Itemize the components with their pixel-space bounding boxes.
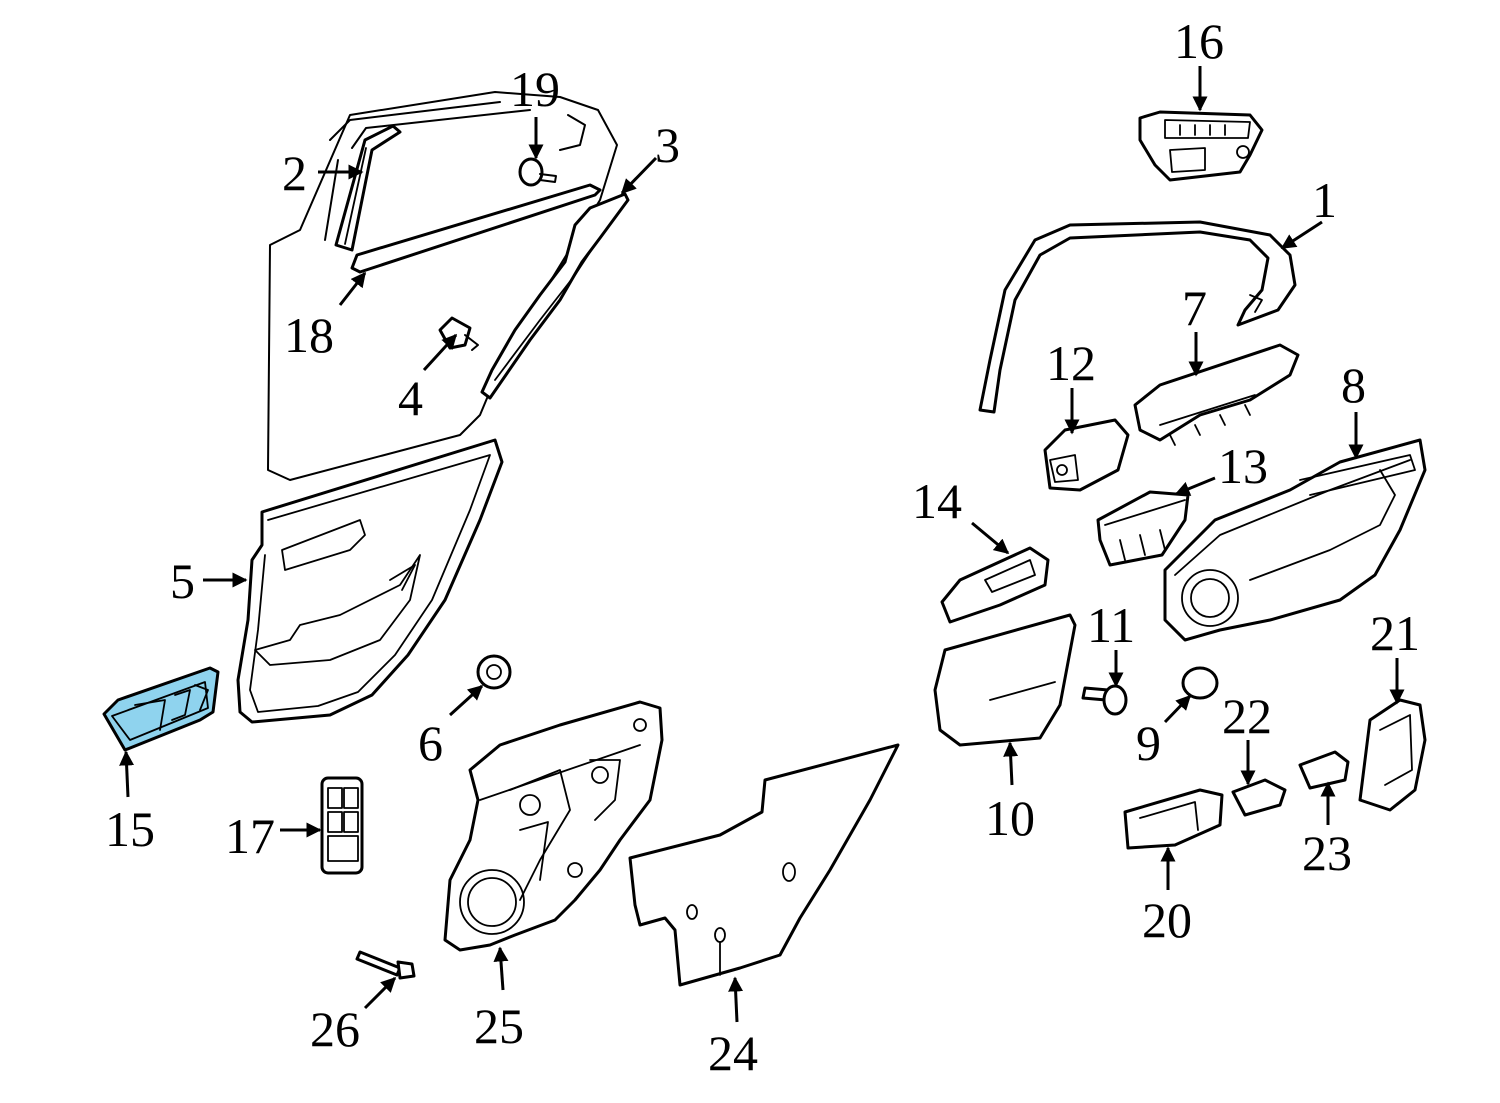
part-26-bolt[interactable] <box>355 950 416 980</box>
part-24-water-shield[interactable] <box>628 743 900 987</box>
part-12-switch-housing[interactable] <box>1043 418 1130 492</box>
callout-14: 14 <box>912 473 962 529</box>
part-13-switch[interactable] <box>1096 490 1190 567</box>
callout-2: 2 <box>282 145 307 201</box>
callout-12: 12 <box>1046 335 1096 391</box>
callout-13: 13 <box>1218 438 1268 494</box>
part-8-front-door-panel[interactable] <box>1163 438 1427 642</box>
callout-16: 16 <box>1174 13 1224 69</box>
callout-19: 19 <box>510 61 560 117</box>
callout-labels: 1 2 3 4 5 6 7 8 9 10 11 12 13 14 15 16 1… <box>105 13 1420 1081</box>
part-15-switch-bezel[interactable] <box>102 666 220 752</box>
callout-18: 18 <box>284 307 334 363</box>
part-1-frame-molding[interactable] <box>978 220 1297 414</box>
callout-17: 17 <box>225 808 275 864</box>
part-11-bolt[interactable] <box>1081 684 1128 716</box>
callout-25: 25 <box>474 998 524 1054</box>
callout-21: 21 <box>1370 605 1420 661</box>
callout-23: 23 <box>1302 825 1352 881</box>
part-21-bracket[interactable] <box>1358 698 1427 812</box>
part-10-storage-pocket[interactable] <box>933 613 1077 747</box>
callout-22: 22 <box>1222 688 1272 744</box>
part-14-pull-handle[interactable] <box>940 546 1050 624</box>
part-23-socket[interactable] <box>1298 750 1350 790</box>
callout-7: 7 <box>1182 280 1207 336</box>
callout-20: 20 <box>1142 892 1192 948</box>
part-7-armrest[interactable] <box>1133 343 1300 446</box>
part-17-window-switch[interactable] <box>320 776 364 875</box>
callout-5: 5 <box>170 553 195 609</box>
part-19-screw[interactable] <box>518 157 557 187</box>
rear-door-glass-outline <box>267 91 618 481</box>
part-9-cap[interactable] <box>1181 666 1219 700</box>
callout-1: 1 <box>1312 172 1337 228</box>
callout-15: 15 <box>105 801 155 857</box>
part-20-inner-handle[interactable] <box>1123 788 1224 850</box>
part-25-regulator-carrier[interactable] <box>443 700 664 952</box>
callout-6: 6 <box>418 715 443 771</box>
callout-4: 4 <box>398 370 423 426</box>
part-5-rear-door-panel[interactable] <box>236 438 504 724</box>
callout-26: 26 <box>310 1001 360 1057</box>
part-6-fastener[interactable] <box>476 654 512 690</box>
leader-arrows <box>119 66 1405 1023</box>
callout-9: 9 <box>1136 715 1161 771</box>
callout-24: 24 <box>708 1025 758 1081</box>
part-2-window-channel[interactable] <box>334 124 402 252</box>
part-18-beltline-strip[interactable] <box>350 183 602 274</box>
callout-8: 8 <box>1341 357 1366 413</box>
part-16-control-unit[interactable] <box>1138 110 1264 182</box>
callout-3: 3 <box>655 117 680 173</box>
callout-11: 11 <box>1087 597 1135 653</box>
callout-10: 10 <box>985 790 1035 846</box>
part-22-bulb[interactable] <box>1231 778 1287 817</box>
